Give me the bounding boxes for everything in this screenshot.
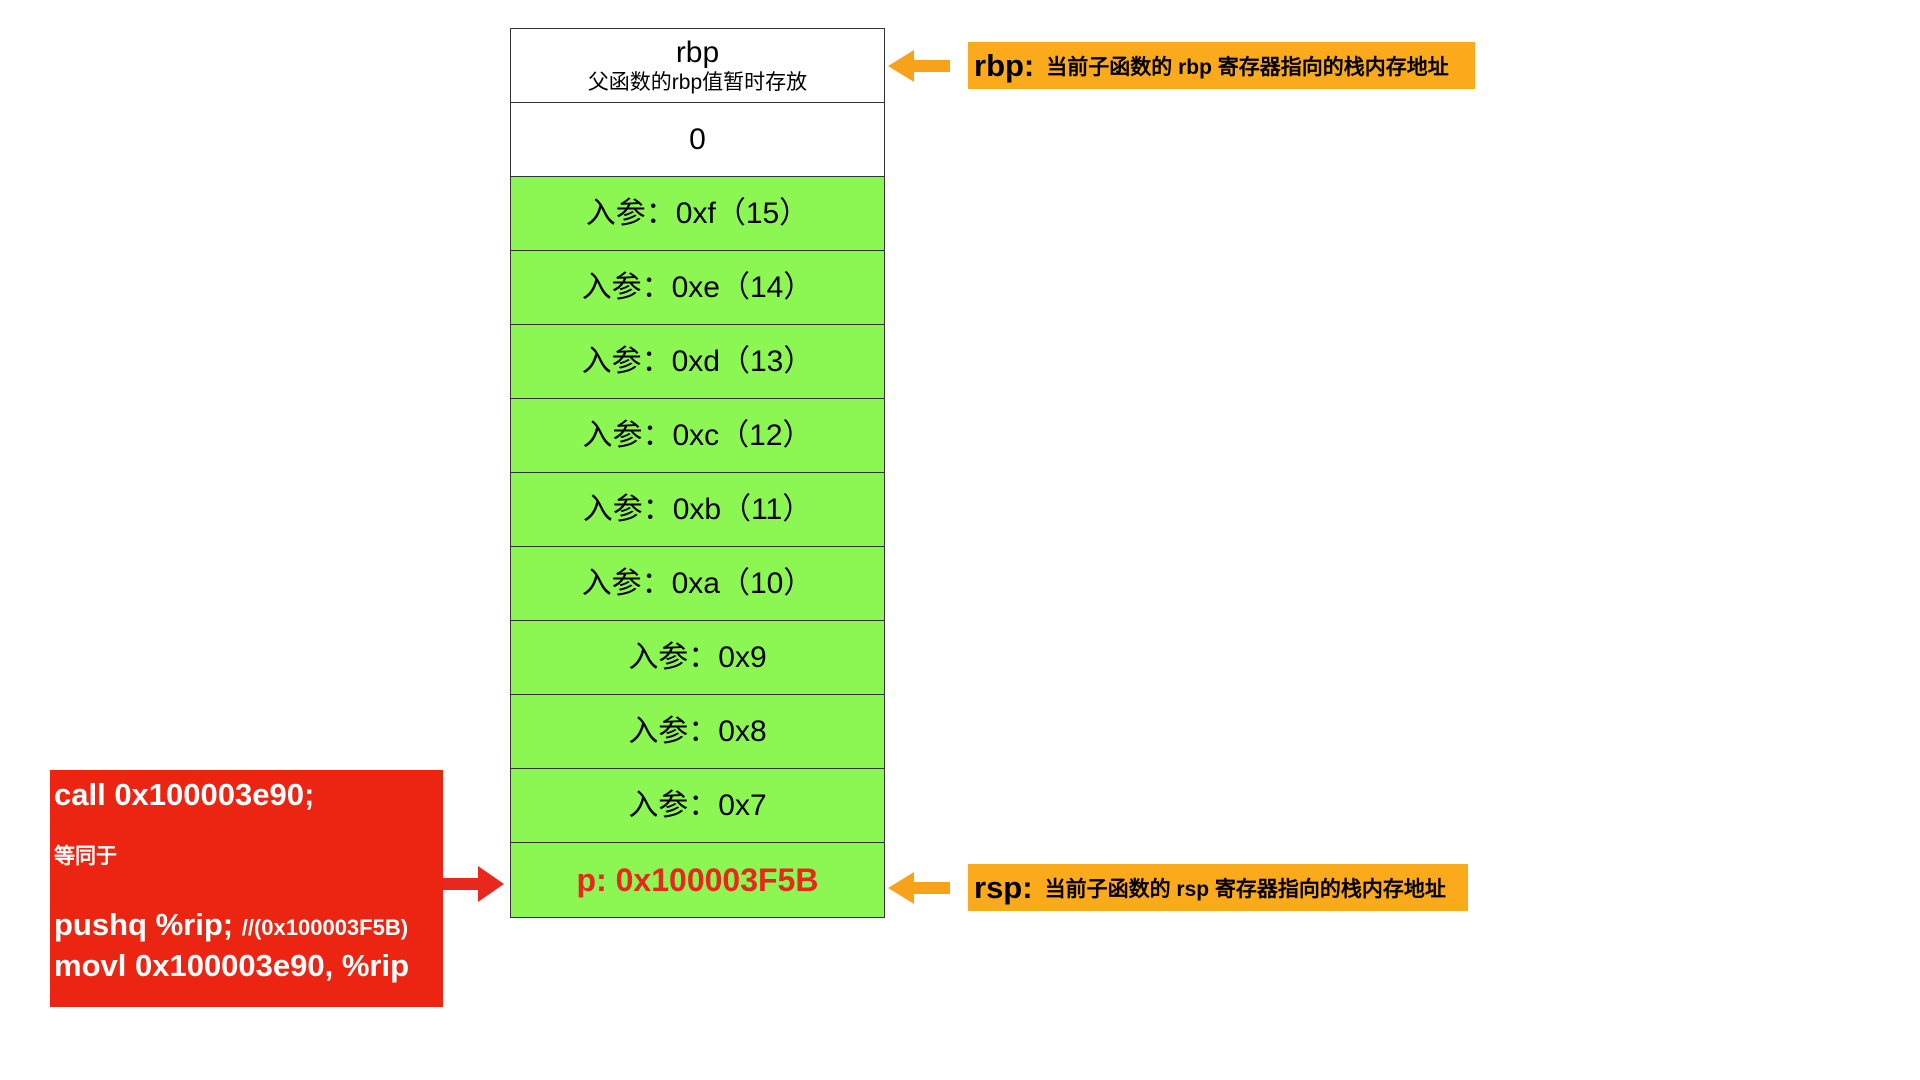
stack-cell-text: 入参：0x7 [628,788,767,822]
stack-cell-arg-9: 入参：0x9 [511,621,884,695]
rsp-label: rsp: 当前子函数的 rsp 寄存器指向的栈内存地址 [968,864,1468,911]
stack-cell-text: 入参：0xd（13） [581,344,814,378]
rsp-label-register: rsp: [974,869,1033,905]
stack-diagram: rbp 父函数的rbp值暂时存放 0 入参：0xf（15） 入参：0xe（14）… [510,28,885,918]
rsp-label-description: 当前子函数的 rsp 寄存器指向的栈内存地址 [1044,877,1446,901]
stack-cell-saved-rbp: rbp 父函数的rbp值暂时存放 [511,29,884,103]
saved-rbp-note: 父函数的rbp值暂时存放 [587,70,808,94]
stack-cell-return-address: p: 0x100003F5B [511,843,884,917]
push-instruction-text: pushq %rip; [54,907,234,942]
call-instruction-box: call 0x100003e90; 等同于 pushq %rip; //(0x1… [50,770,443,1007]
stack-cell-text: 入参：0xf（15） [585,196,810,230]
stack-cell-text: 入参：0xe（14） [581,270,814,304]
push-instruction-comment: //(0x100003F5B) [241,915,409,940]
stack-cell-text: 入参：0xc（12） [582,418,813,452]
stack-cell-arg-10: 入参：0xa（10） [511,547,884,621]
stack-cell-text: 入参：0xb（11） [582,492,813,526]
stack-cell-arg-12: 入参：0xc（12） [511,399,884,473]
stack-cell-arg-8: 入参：0x8 [511,695,884,769]
stack-cell-text: 入参：0x8 [628,714,767,748]
movl-instruction: movl 0x100003e90, %rip [54,948,410,983]
stack-cell-text: 入参：0xa（10） [581,566,814,600]
stack-cell-arg-7: 入参：0x7 [511,769,884,843]
push-instruction: pushq %rip; //(0x100003F5B) [54,906,443,947]
stack-cell-text: 0 [689,122,706,156]
rbp-label: rbp: 当前子函数的 rbp 寄存器指向的栈内存地址 [968,42,1475,89]
stack-cell-zero: 0 [511,103,884,177]
rbp-pointer-arrow-icon [888,50,950,82]
saved-rbp-title: rbp [675,35,720,69]
rbp-label-register: rbp: [974,47,1035,83]
call-instruction: call 0x100003e90; [54,777,315,812]
return-address-text: p: 0x100003F5B [576,862,819,898]
stack-cell-arg-11: 入参：0xb（11） [511,473,884,547]
rsp-pointer-arrow-icon [888,872,950,904]
call-to-stack-arrow-icon [442,866,504,902]
equivalent-label: 等同于 [54,845,117,868]
stack-cell-arg-14: 入参：0xe（14） [511,251,884,325]
stack-cell-text: 入参：0x9 [628,640,767,674]
stack-cell-arg-13: 入参：0xd（13） [511,325,884,399]
stack-cell-arg-15: 入参：0xf（15） [511,177,884,251]
rbp-label-description: 当前子函数的 rbp 寄存器指向的栈内存地址 [1046,55,1449,79]
